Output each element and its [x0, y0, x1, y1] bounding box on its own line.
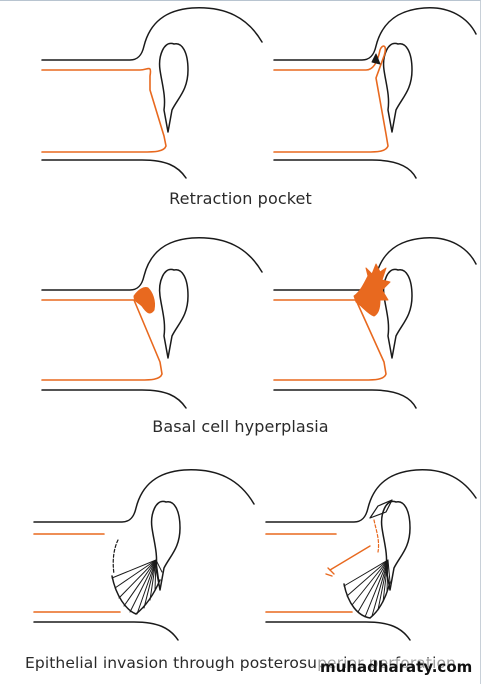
watermark-text: muhadharaty.com	[318, 658, 475, 676]
caption-retraction-pocket: Retraction pocket	[169, 189, 312, 208]
retraction-right-panel	[273, 7, 477, 179]
retraction-left-panel	[41, 7, 263, 179]
basal-right-panel	[273, 237, 477, 409]
caption-basal-cell-hyperplasia: Basal cell hyperplasia	[152, 417, 329, 436]
epithelial-left-panel	[33, 469, 255, 641]
epithelial-right-panel	[265, 469, 477, 641]
basal-left-panel	[41, 237, 263, 409]
